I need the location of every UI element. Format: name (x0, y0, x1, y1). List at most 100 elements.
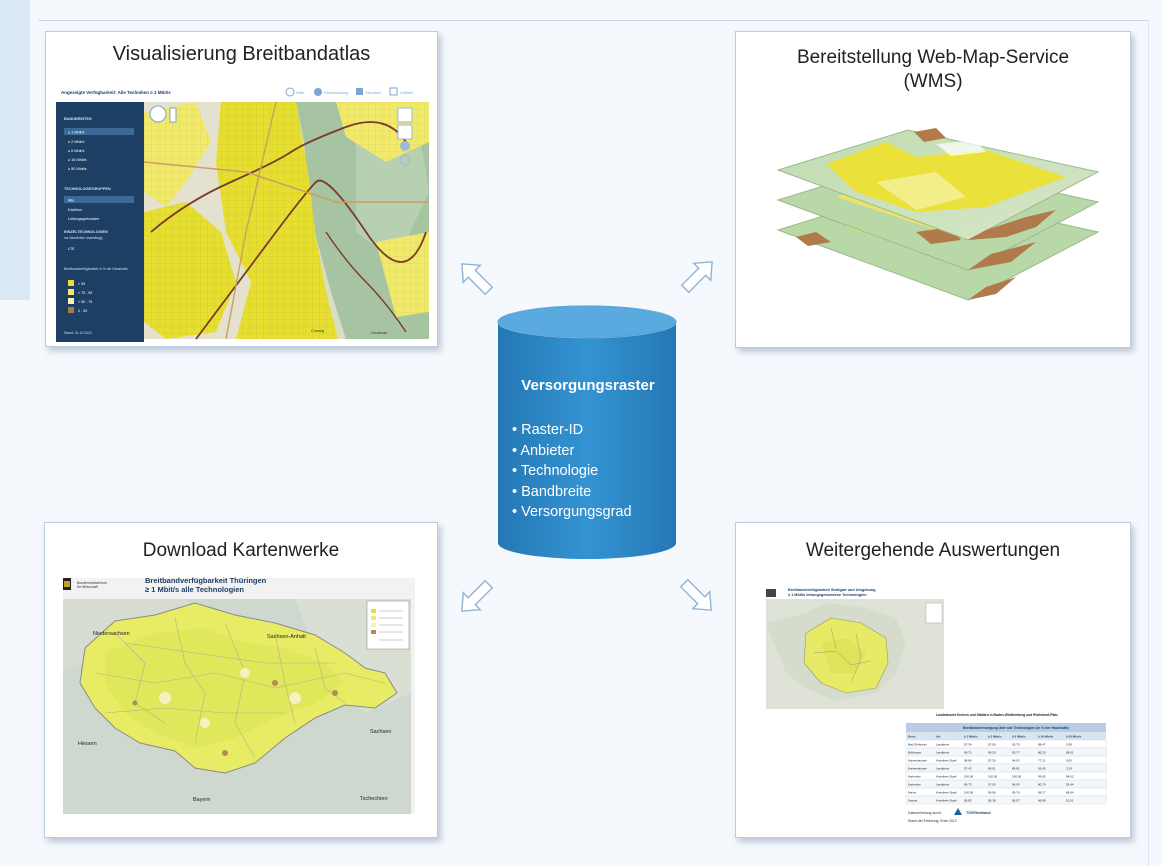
table-caption: Breitbandversorgung über alle Technologi… (963, 726, 1069, 730)
table-cell: 89,81 (1012, 767, 1020, 771)
map-title-2: ≥ 1 Mbit/s alle Technologien (145, 585, 244, 594)
table-cell: 96,09 (1012, 783, 1020, 787)
table-cell: Landkreis (936, 751, 950, 755)
right-divider (1148, 20, 1149, 866)
legend-0: 0 - 50 (78, 309, 87, 313)
table-cell: 96,89 (1038, 799, 1046, 803)
region-hessen: Hessen (78, 741, 97, 747)
table-cell: 94,93 (1012, 759, 1020, 763)
bw-1: ≥ 1 Mbit/s (68, 131, 85, 135)
wms-layer-top (776, 128, 1100, 241)
table-col-header: ≥ 1 Mbit/s (964, 735, 978, 739)
attr-anbieter: Anbieter (512, 441, 682, 462)
sidebar-stand: Stand: 31.12.2012 (64, 331, 92, 335)
table-cell: 77,11 (1038, 759, 1046, 763)
ministry-label-1: Bundesministerium (77, 581, 107, 585)
table-cell: 3,58 (1066, 743, 1072, 747)
table-cell: 98,17 (1038, 791, 1046, 795)
table-cell: 98,86 (964, 759, 972, 763)
report-title-1: Breitbandverfügbarkeit Stuttgart und Umg… (788, 588, 876, 592)
table-cell: Kreisfreie Stadt (936, 775, 957, 779)
sidebar-technologiegruppen: TECHNOLOGIEGRUPPEN (64, 187, 111, 191)
sidebar-legend-title: Breitbandverfügbarkeit in % der Haushalt… (64, 267, 128, 271)
bw-50: ≥ 50 Mbit/s (68, 167, 87, 171)
municipal-borders (94, 617, 386, 759)
attribute-list: Raster-ID Anbieter Technologie Bandbreit… (512, 420, 682, 523)
no-coverage-spots (132, 680, 338, 756)
search-map-button (399, 154, 411, 166)
bw-6: ≥ 6 Mbit/s (68, 149, 85, 153)
table-cell: 3,19 (1066, 767, 1072, 771)
region-tschechien: Tschechien (360, 796, 388, 802)
panel-title-line2: (WMS) (903, 71, 963, 92)
table-cell: Karlsruhe (908, 775, 921, 779)
atlas-toolbar: Hilfe Rückmeldung Drucken Vollbild (285, 87, 413, 97)
table-cell: Kreisfreie Stadt (936, 799, 957, 803)
table-cell: 99,72 (964, 751, 972, 755)
table-cell: 97,00 (988, 783, 996, 787)
table-col-header: ≥ 2 Mbit/s (988, 735, 1002, 739)
zoom-control (169, 107, 177, 123)
table-cell: 99,83 (964, 799, 972, 803)
table-cell: 97,30 (988, 759, 996, 763)
panel-title: Visualisierung Breitbandatlas (112, 43, 371, 65)
region-sachsen-anhalt: Sachsen-Anhalt (267, 634, 306, 640)
table-cell: 94,02 (1066, 775, 1074, 779)
table-col-header: ≥ 6 Mbit/s (1012, 735, 1026, 739)
source-org: TÜVRheinland (966, 810, 991, 815)
table-cell: Kaiserslautern (908, 759, 928, 763)
table-cell: Speyer (908, 799, 918, 803)
table-cell: Karlsruhe (908, 783, 921, 787)
left-accent-strip (0, 0, 30, 300)
table-cell: 93,77 (1012, 751, 1020, 755)
region-bayern: Bayern (193, 797, 210, 803)
top-divider (38, 20, 1148, 21)
table-cell: Bad Dürkheim (908, 743, 928, 747)
table-cell: 99,29 (988, 751, 996, 755)
table-cell: Landkreis (936, 783, 950, 787)
table-cell: 88,47 (1038, 743, 1046, 747)
cylinder-title: Versorgungsraster (521, 377, 655, 394)
attr-bandbreite: Bandbreite (512, 482, 682, 503)
table-col-header: Art (936, 735, 940, 739)
breitbandatlas-screenshot: Angezeigte Verfügbarkeit: Alle Techniken… (56, 87, 429, 342)
table-cell: 100,00 (964, 791, 974, 795)
sidebar-bandbreiten: BANDBREITEN (64, 117, 92, 121)
table-cell: 86,84 (1066, 791, 1074, 795)
pan-control (149, 105, 167, 123)
table-cell: 99,01 (988, 767, 996, 771)
table-heading: Landratsamt Kreisen und Städten in Baden… (936, 713, 1058, 717)
bw-2: ≥ 2 Mbit/s (68, 140, 85, 144)
sidebar-einzel-sub: nur Bandbreite unabhängig (64, 236, 103, 240)
wms-layer-stack (776, 128, 1100, 301)
table-cell: 51,51 (1066, 799, 1074, 803)
layer-button (397, 107, 413, 123)
sidebar-einzeltechnologien: EINZELTECHNOLOGIEN (64, 230, 108, 234)
table-cell: Kreisfreie Stadt (936, 759, 957, 763)
region-niedersachsen: Niedersachsen (93, 631, 130, 637)
table-cell: 97,43 (964, 767, 972, 771)
locate-button (400, 141, 410, 151)
table-col-header: Kreis (908, 735, 916, 739)
table-row (905, 795, 1107, 805)
toolbar-print: Drucken (366, 90, 381, 95)
tech-lte: LTE (68, 247, 75, 251)
report-logo (766, 589, 776, 597)
ministry-label-2: für Wirtschaft (77, 585, 98, 589)
toolbar-help: Hilfe (296, 90, 305, 95)
table-cell: 93,70 (1012, 743, 1020, 747)
table-cell: 99,65 (1038, 775, 1046, 779)
report-map-legend (925, 602, 943, 624)
table-cell: 100,00 (964, 775, 974, 779)
source-label: Datenerhebung durch: (908, 811, 942, 815)
place-lindenau: Lindenau (371, 330, 387, 335)
panel-download: Download Kartenwerke Bundesministerium f… (44, 522, 438, 838)
attr-technologie: Technologie (512, 461, 682, 482)
panel-title-line1: Bereitstellung Web-Map-Service (796, 47, 1070, 68)
table-cell: 99,73 (964, 783, 972, 787)
table-cell: 99,76 (1012, 791, 1020, 795)
tg-drahtlos: Drahtlos (68, 208, 82, 212)
map-title-1: Breitbandverfügbarkeit Thüringen (145, 576, 267, 585)
table-col-header: ≥ 16 Mbit/s (1038, 735, 1054, 739)
toolbar-feedback: Rückmeldung (324, 90, 348, 95)
